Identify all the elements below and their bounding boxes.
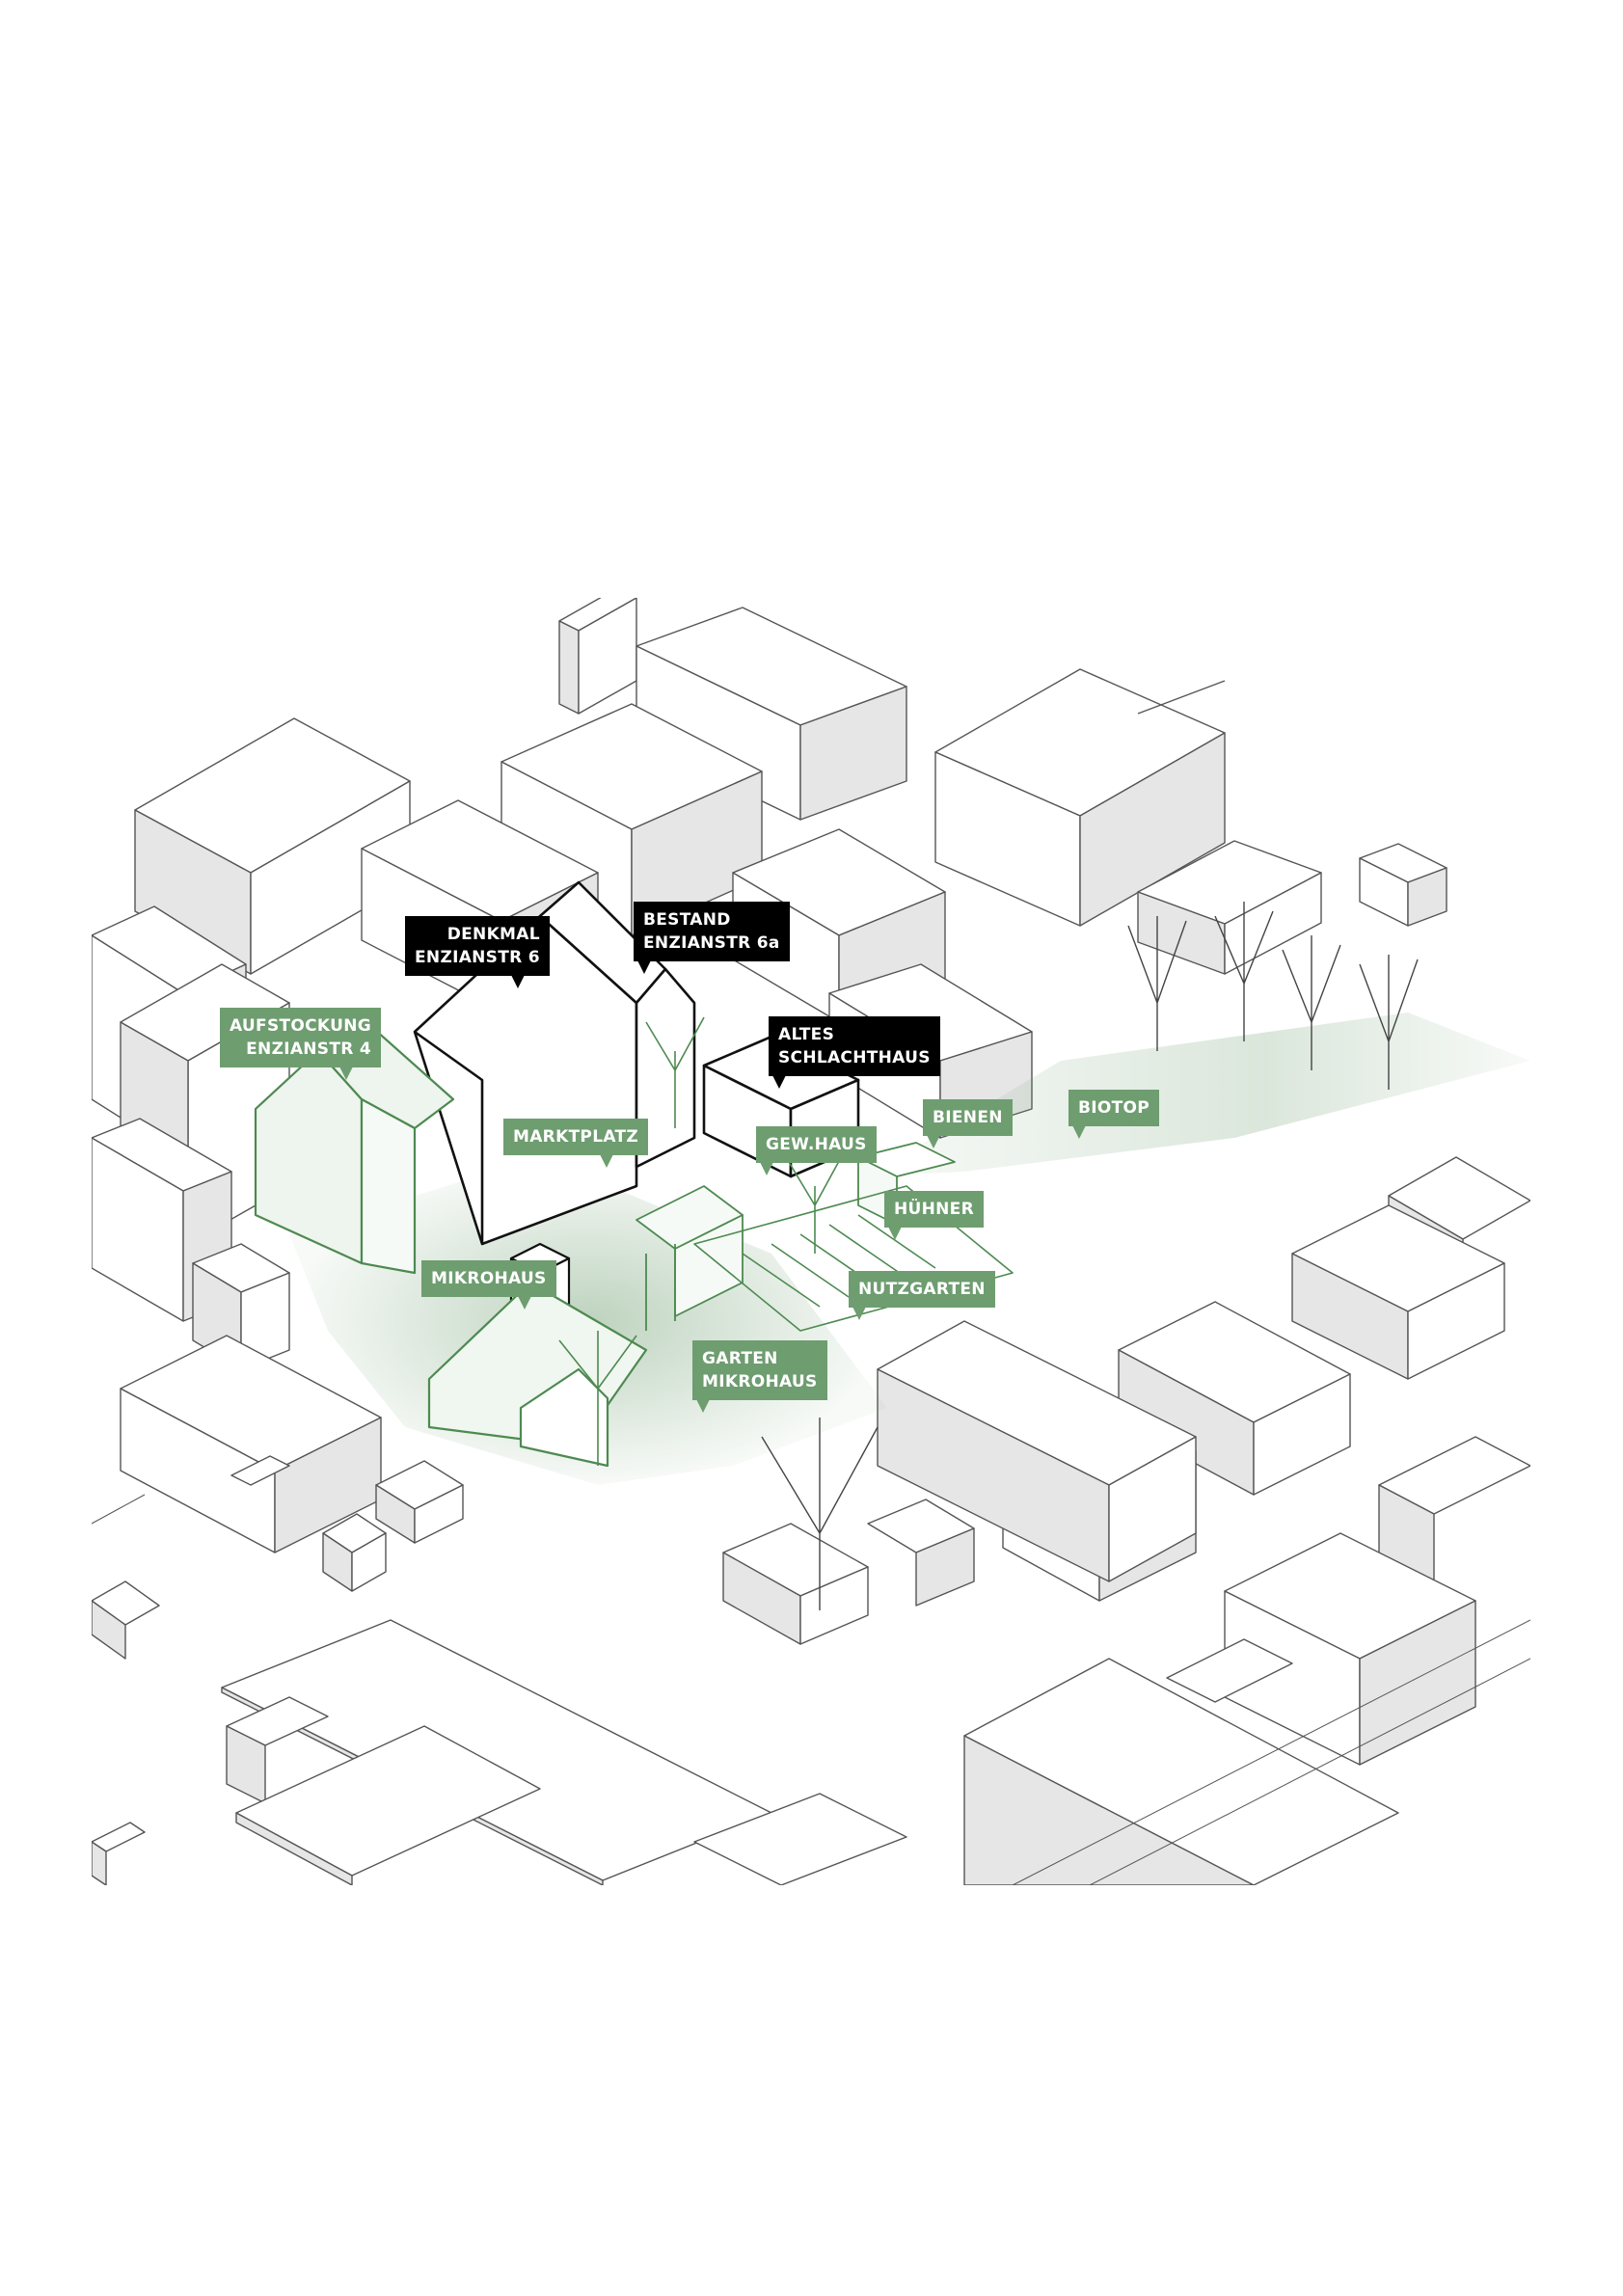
block-bottom-5 [963, 1658, 1399, 1885]
block-left-9 [92, 1580, 160, 1660]
biotop-trees [1127, 902, 1419, 1090]
block-left-4 [192, 1243, 290, 1370]
block-bottom-6 [1166, 1638, 1293, 1703]
block-right-3 [1118, 1301, 1351, 1496]
block-bottom-4 [693, 1793, 907, 1885]
gewhaus-structure [636, 1185, 744, 1331]
label-huehner: HÜHNER [884, 1191, 984, 1240]
label-gewhaus: GEW.HAUS [756, 1126, 877, 1175]
label-marktplatz: MARKTPLATZ [503, 1119, 648, 1168]
center-tree [761, 1418, 879, 1610]
block-center-mid [867, 1499, 975, 1607]
label-biotop: BIOTOP [1068, 1090, 1160, 1139]
block-left-5 [120, 1335, 382, 1553]
block-left-6 [230, 1455, 290, 1486]
block-top-1 [558, 598, 637, 715]
nutzgarten-beds [693, 1185, 1014, 1332]
green-trees [558, 1016, 845, 1466]
mikrohaus-building [427, 1281, 648, 1468]
label-bestand: BESTAND ENZIANSTR 6a [634, 902, 790, 974]
block-left-8 [322, 1513, 387, 1592]
block-center-small [722, 1523, 869, 1645]
label-denkmal: DENKMAL ENZIANSTR 6 [405, 916, 550, 988]
label-nutzgarten: NUTZGARTEN [849, 1271, 995, 1320]
block-right-2 [1291, 1204, 1505, 1380]
biotop-area [868, 1013, 1530, 1176]
label-garten-mikrohaus: GARTEN MIKROHAUS [692, 1340, 827, 1413]
label-mikrohaus: MIKROHAUS [421, 1260, 556, 1310]
block-right-small [1359, 843, 1447, 927]
label-bienen: BIENEN [923, 1099, 1013, 1148]
block-center-long [877, 1320, 1197, 1582]
label-aufstockung: AUFSTOCKUNG ENZIANSTR 4 [220, 1008, 381, 1080]
block-bottom-2 [226, 1696, 329, 1804]
block-left-top [134, 717, 411, 975]
block-top-3 [934, 668, 1226, 927]
block-left-7 [375, 1460, 464, 1544]
block-bottom-left [92, 1822, 146, 1885]
label-altes-schlachthaus: ALTES SCHLACHTHAUS [769, 1016, 940, 1089]
block-right-6 [1224, 1532, 1476, 1766]
block-left-3 [92, 1118, 232, 1322]
block-bottom-3 [235, 1725, 541, 1885]
block-mid-top [500, 703, 763, 936]
